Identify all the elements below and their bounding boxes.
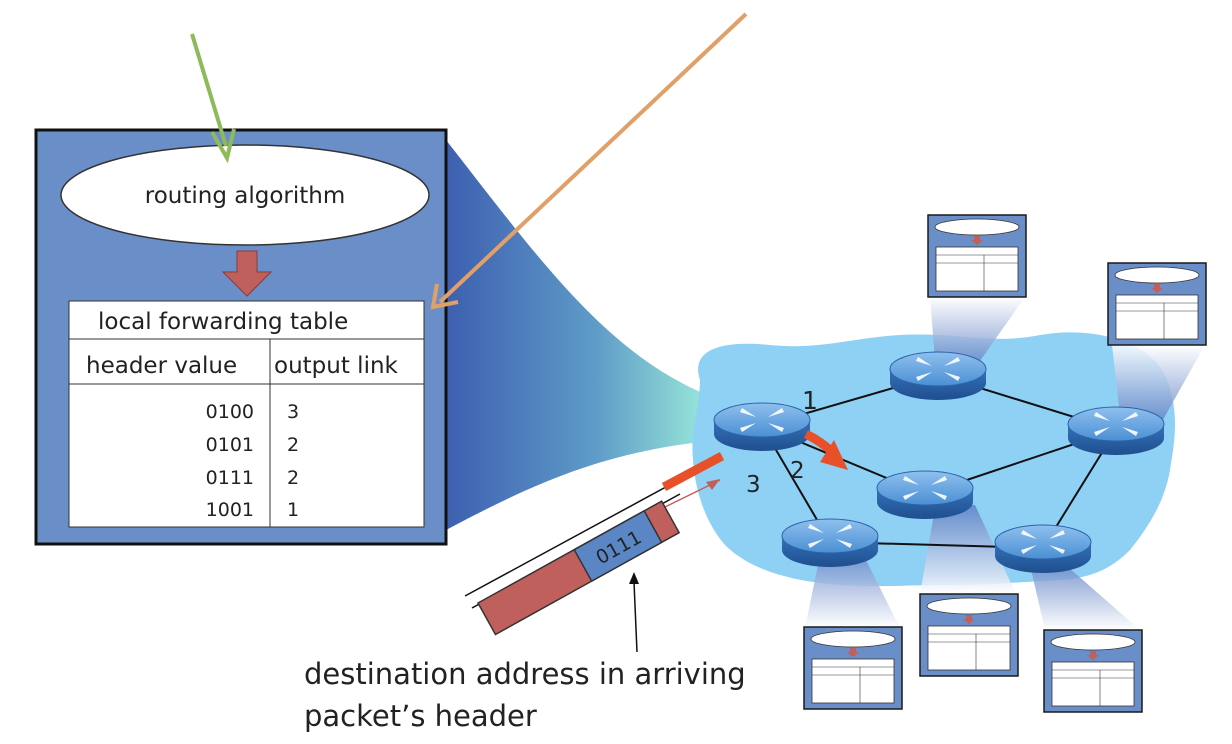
packet: 0111 — [476, 500, 681, 636]
router-detail-box: routing algorithm local forwarding table… — [34, 128, 448, 546]
table-row-link: 2 — [287, 467, 299, 489]
orange-arrow-icon — [430, 12, 748, 310]
zoom-beam — [446, 140, 720, 530]
router-icon — [994, 524, 1092, 574]
table-row-link: 2 — [287, 434, 299, 456]
router-icon — [1067, 406, 1165, 456]
table-title: local forwarding table — [98, 309, 348, 335]
routing-algorithm-ellipse — [60, 144, 430, 246]
router-mini-box — [803, 626, 903, 710]
table-row-header: 0111 — [206, 467, 254, 489]
down-arrow-icon — [221, 250, 273, 297]
caption-line-2: packet’s header — [304, 699, 537, 733]
col-output-link: output link — [274, 353, 399, 379]
table-row-header: 0101 — [206, 434, 254, 456]
link-label-1: 1 — [802, 386, 818, 415]
router-mini-box — [927, 214, 1027, 298]
beam — [1030, 560, 1140, 630]
caption-arrow-icon — [629, 572, 639, 653]
caption-line-1: destination address in arriving — [304, 657, 746, 691]
link-label-2: 2 — [790, 458, 805, 484]
table-row-link: 1 — [287, 499, 299, 521]
router-icon — [889, 351, 987, 401]
packet-red-arrow — [661, 452, 725, 491]
forwarding-arrow-icon — [803, 429, 848, 470]
table-row-header: 1001 — [206, 499, 254, 521]
table-row-link: 3 — [287, 401, 299, 423]
router-icon — [781, 518, 879, 568]
beam — [930, 297, 1025, 368]
green-arrow-icon — [190, 33, 236, 164]
routing-algorithm-label: routing algorithm — [145, 183, 346, 209]
forwarding-table: local forwarding table header value outp… — [68, 300, 425, 528]
packet-motion-arrowhead — [706, 479, 720, 490]
col-header-value: header value — [86, 353, 237, 379]
packet-header-field — [573, 509, 663, 583]
router-mini-box — [919, 593, 1019, 677]
link-label-3: 3 — [746, 472, 761, 498]
router-icon — [713, 402, 811, 452]
beam — [805, 548, 900, 628]
router-icon — [876, 470, 974, 520]
table-row-header: 0100 — [206, 401, 254, 423]
router-mini-box — [1043, 629, 1143, 713]
beam — [920, 505, 1016, 594]
beam — [1112, 345, 1205, 425]
router-mini-box — [1107, 262, 1207, 346]
